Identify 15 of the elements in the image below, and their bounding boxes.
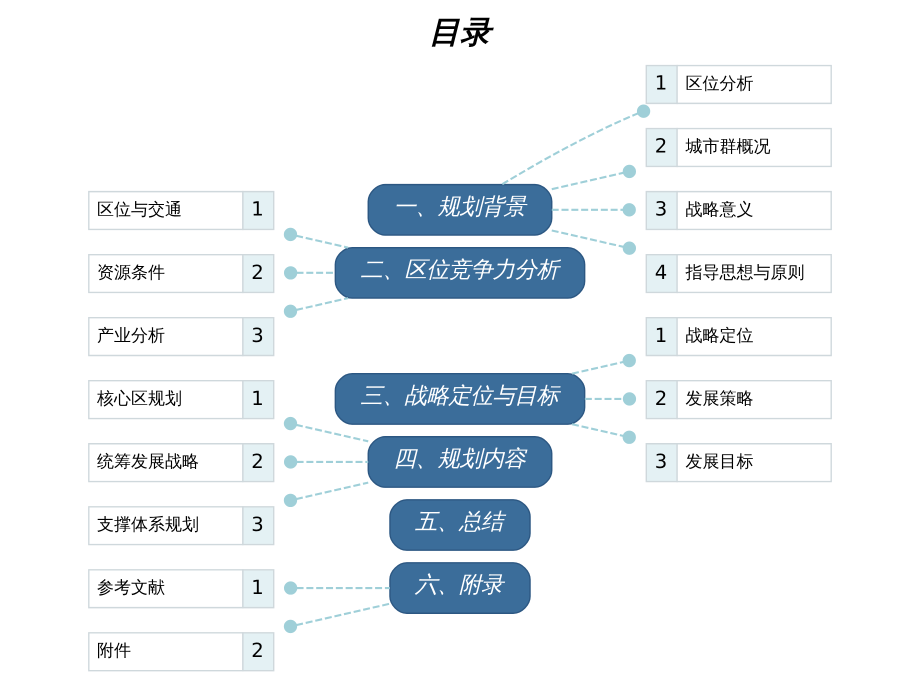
node-text: 1 bbox=[654, 324, 668, 347]
node-label: 发展策略 bbox=[686, 388, 754, 408]
node-text: 1 bbox=[654, 72, 668, 95]
node-text: 3 bbox=[654, 198, 668, 221]
node-text: 2 bbox=[654, 134, 668, 158]
node-text: 3 bbox=[654, 450, 668, 473]
node-label: 战略意义 bbox=[686, 198, 754, 219]
node-label: 指导思想与原则 bbox=[686, 262, 805, 282]
node-label: 发展目标 bbox=[686, 451, 754, 472]
node-label: 区位分析 bbox=[686, 72, 754, 93]
node-label: 城市群概况 bbox=[686, 136, 771, 156]
node-text: 2 bbox=[654, 386, 668, 410]
node-label: 战略定位 bbox=[686, 324, 754, 345]
node-text: 4 bbox=[654, 260, 668, 284]
diagram-title: 目录 bbox=[429, 14, 492, 51]
